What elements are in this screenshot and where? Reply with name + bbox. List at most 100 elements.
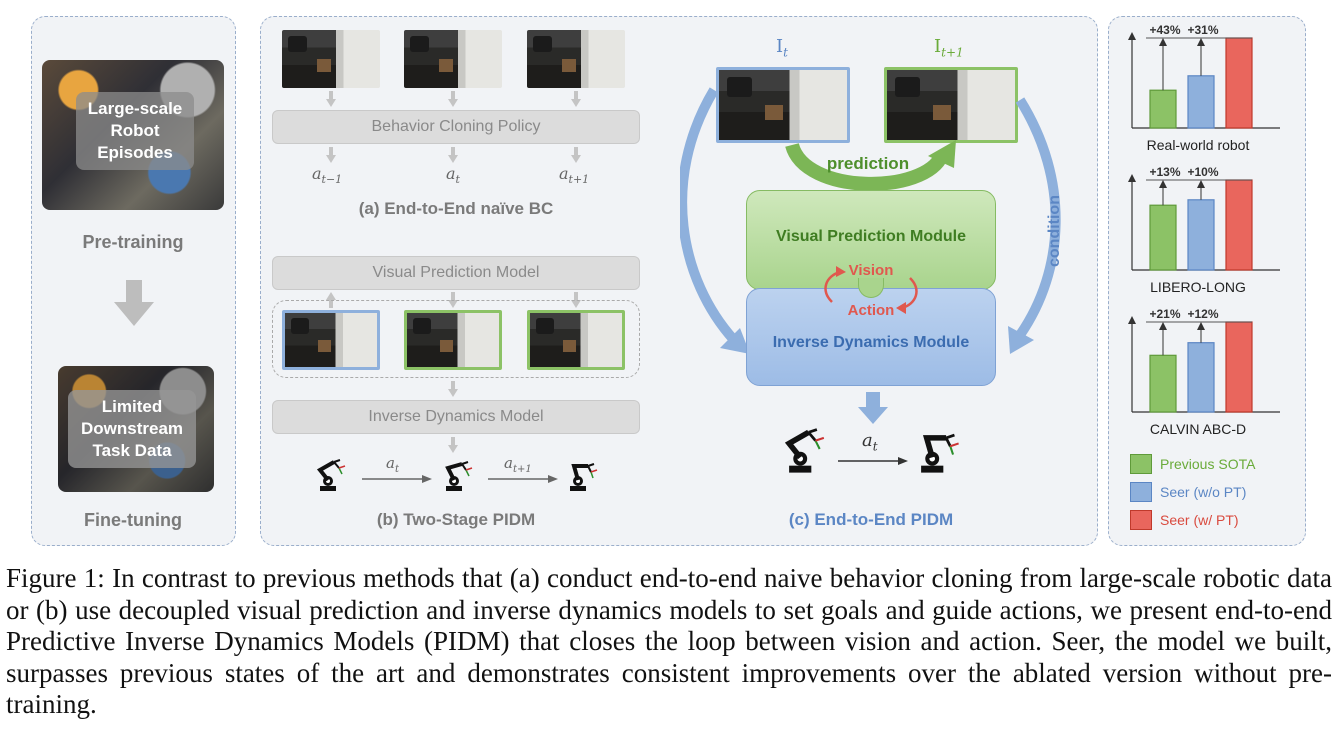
robot-arm-icon [445,461,473,491]
prediction-label: prediction [826,154,910,173]
bar-seer-w-o-pt [1187,199,1215,271]
improvement-label: +12% [1187,307,1218,321]
down-arrow-icon [326,91,336,107]
vision-action-loop-icon [824,266,918,314]
figure-caption: Figure 1: In contrast to previous method… [6,563,1332,719]
bar-seer-w-o-pt [1187,75,1215,129]
action-t-minus-1: at−1 [312,164,343,187]
down-arrow-icon [571,91,581,107]
action-label: Action [847,302,895,319]
legend: Previous SOTA Seer (w/o PT) Seer (w/ PT) [1130,450,1300,530]
improvement-label: +21% [1149,307,1180,321]
chart-title: Real-world robot [1147,137,1250,153]
legend-label-seer-w-pt: Seer (w/ PT) [1160,512,1239,528]
improvement-label: +43% [1149,23,1180,37]
legend-swatch-seer-wo-pt [1130,482,1152,502]
frames-dashed-group [272,300,640,378]
pidm-current-frame [282,310,380,370]
curved-arrows [680,87,1061,354]
action-arrow-icon [488,475,558,483]
bc-frame-1 [282,30,380,88]
behavior-cloning-policy-box: Behavior Cloning Policy [272,110,640,144]
robot-arm-icon [316,459,346,491]
improvement-arrowhead [1159,38,1167,46]
down-arrow-icon [571,147,581,163]
chart-title: CALVIN ABC-D [1150,421,1246,437]
legend-swatch-previous-sota [1130,454,1152,474]
improvement-arrowhead [1197,322,1205,330]
inverse-dynamics-module: Inverse Dynamics Module [746,288,996,386]
robot-arm-icon [921,433,959,473]
legend-previous-sota: Previous SOTA [1130,452,1255,476]
inverse-dynamics-model-box: Inverse Dynamics Model [272,400,640,434]
action-t-plus-1: at+1 [559,164,590,187]
finetuning-label: Fine-tuning [84,510,182,530]
panel-c-title: (c) End-to-End PIDM [788,510,954,529]
legend-swatch-seer-w-pt [1130,510,1152,530]
large-scale-line-2: Robot [110,121,160,140]
pidm-predicted-frame-2 [527,310,625,370]
down-arrow-icon [326,147,336,163]
id-module-label: Inverse Dynamics Module [772,334,970,351]
chart-title: LIBERO-LONG [1150,279,1246,295]
large-scale-box: Large-scale Robot Episodes [76,92,194,170]
y-axis-arrow [1128,316,1136,324]
improvement-label: +10% [1187,165,1218,179]
frame-label-it1: It+1 [934,36,964,60]
improvement-arrowhead [1197,180,1205,188]
module-notch [858,278,884,298]
legend-seer-w-pt: Seer (w/ PT) [1130,508,1239,532]
pidm-action-t: at [862,430,878,454]
panel-b-title: (b) Two-Stage PIDM [376,510,536,529]
bar-seer-w-pt [1225,321,1253,413]
down-arrow-icon [448,91,458,107]
downstream-box: Limited Downstream Task Data [68,390,196,468]
improvement-arrowhead [1197,38,1205,46]
two-stage-action-t: at [386,454,399,475]
improvement-label: +13% [1149,165,1180,179]
robot-arm-icon [570,463,598,491]
bar-previous-sota [1149,89,1177,129]
downstream-line-3: Task Data [92,441,172,460]
downstream-line-2: Downstream [80,419,184,438]
improvement-label: +31% [1187,23,1218,37]
legend-label-previous-sota: Previous SOTA [1160,456,1256,472]
frame-label-it: It [776,36,788,60]
action-arrow-icon [838,457,908,465]
bc-frame-3 [527,30,625,88]
vp-module-label: Visual Prediction Module [776,228,966,245]
legend-label-seer-wo-pt: Seer (w/o PT) [1160,484,1247,500]
panel-a-title: (a) End-to-End naïve BC [358,199,554,218]
down-arrow-icon [448,381,458,397]
bar-previous-sota [1149,204,1177,271]
bar-previous-sota [1149,354,1177,413]
large-scale-line-3: Episodes [97,143,173,162]
bar-seer-w-pt [1225,37,1253,129]
action-t: at [446,164,460,187]
big-down-arrow-icon [114,280,154,326]
y-axis-arrow [1128,32,1136,40]
y-axis-arrow [1128,174,1136,182]
bar-seer-w-o-pt [1187,342,1215,413]
up-arrow-icon [326,292,336,308]
down-arrow-icon [448,437,458,453]
down-arrow-icon [448,292,458,308]
down-arrow-icon [858,392,888,424]
down-arrow-icon [571,292,581,308]
large-scale-line-1: Large-scale [87,99,183,118]
downstream-line-1: Limited [101,397,163,416]
improvement-arrowhead [1159,322,1167,330]
action-arrow-icon [362,475,432,483]
vision-label: Vision [848,262,894,279]
pidm-predicted-frame-1 [404,310,502,370]
current-frame-it [716,67,850,143]
bc-frame-2 [404,30,502,88]
improvement-arrowhead [1159,180,1167,188]
down-arrow-icon [448,147,458,163]
pretraining-label: Pre-training [82,232,184,252]
predicted-frame-it1 [884,67,1018,143]
bar-seer-w-pt [1225,179,1253,271]
robot-arm-icon [784,428,825,473]
